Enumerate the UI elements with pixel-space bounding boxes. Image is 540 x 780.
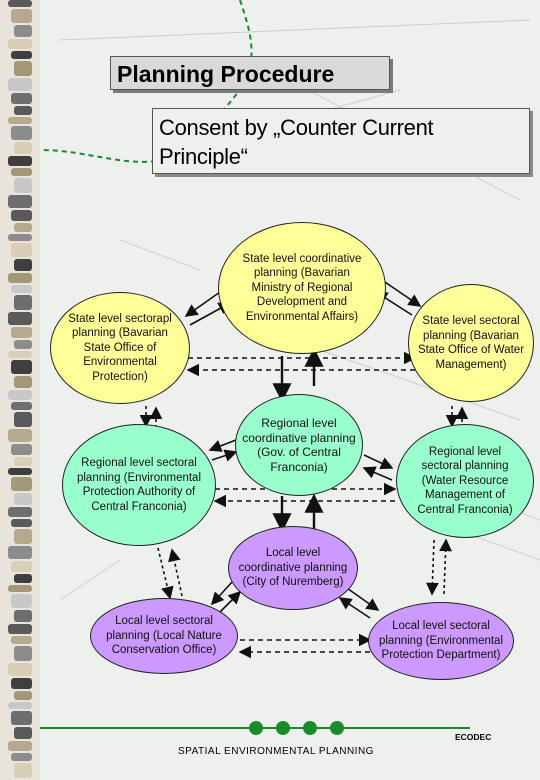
stripe-segment bbox=[8, 468, 32, 475]
stripe-segment bbox=[8, 117, 32, 124]
page-title: Planning Procedure bbox=[110, 56, 390, 90]
regional-sectoral-right-node: Regional level sectoral planning (Water … bbox=[396, 424, 534, 538]
stripe-segment bbox=[14, 493, 32, 505]
page-subtitle: Consent by „Counter Current Principle“ bbox=[152, 108, 530, 174]
stripe-segment bbox=[8, 429, 32, 442]
state-coordinative-node: State level coordinative planning (Bavar… bbox=[218, 222, 386, 354]
stripe-segment bbox=[11, 51, 32, 59]
stripe-segment bbox=[8, 585, 32, 592]
arrow bbox=[381, 279, 422, 307]
local-coordinative-node: Local level coordinative planning (City … bbox=[228, 526, 358, 610]
stripe-segment bbox=[11, 561, 32, 572]
stripe-segment bbox=[14, 142, 32, 154]
stripe-segment bbox=[8, 273, 32, 283]
stripe-segment bbox=[8, 312, 32, 325]
stripe-segment bbox=[8, 390, 32, 400]
stripe-segment bbox=[11, 9, 32, 23]
stripe-segment bbox=[8, 0, 32, 7]
stripe-segment bbox=[14, 691, 32, 700]
stripe-segment bbox=[11, 753, 32, 761]
stripe-segment bbox=[14, 529, 32, 544]
stripe-segment bbox=[11, 711, 32, 725]
arrow bbox=[439, 538, 452, 595]
stripe-segment bbox=[14, 610, 32, 622]
arrow bbox=[211, 449, 238, 462]
arrow bbox=[219, 590, 242, 613]
stripe-segment bbox=[11, 519, 32, 527]
stripe-segment bbox=[8, 156, 32, 166]
stripe-segment bbox=[8, 663, 32, 676]
local-sectoral-right-node: Local level sectoral planning (Environme… bbox=[368, 602, 514, 680]
stripe-segment bbox=[14, 106, 32, 115]
stripe-segment bbox=[11, 444, 32, 455]
stripe-segment bbox=[14, 727, 32, 739]
arrow bbox=[338, 597, 371, 619]
state-sectoral-left-node: State level sectorapl planning (Bavarian… bbox=[50, 292, 190, 404]
stripe-segment bbox=[14, 223, 32, 232]
stripe-segment bbox=[14, 763, 32, 778]
stripe-segment bbox=[11, 168, 32, 176]
arrow bbox=[157, 547, 174, 600]
regional-sectoral-left-node: Regional level sectoral planning (Enviro… bbox=[62, 424, 216, 546]
arrow bbox=[210, 581, 233, 606]
stripe-segment bbox=[8, 78, 32, 91]
stripe-segment bbox=[11, 360, 32, 374]
footer-dot bbox=[330, 721, 344, 735]
arrow bbox=[362, 466, 393, 481]
stripe-segment bbox=[14, 25, 32, 37]
state-sectoral-right-node: State level sectoral planning (Bavarian … bbox=[408, 284, 534, 402]
stripe-segment bbox=[8, 351, 32, 358]
stripe-segment bbox=[8, 234, 32, 241]
stripe-segment bbox=[11, 210, 32, 221]
stripe-segment bbox=[8, 507, 32, 517]
footer-dot bbox=[249, 721, 263, 735]
stripe-segment bbox=[14, 574, 32, 583]
stripe-segment bbox=[14, 340, 32, 349]
stripe-segment bbox=[14, 259, 32, 271]
stripe-segment bbox=[8, 624, 32, 634]
stripe-segment bbox=[14, 295, 32, 310]
arrow bbox=[168, 548, 183, 597]
stripe-segment bbox=[8, 702, 32, 709]
stripe-segment bbox=[11, 477, 32, 491]
stripe-segment bbox=[11, 126, 32, 140]
left-stripe-border bbox=[0, 0, 40, 780]
footer-dot bbox=[303, 721, 317, 735]
stripe-segment bbox=[8, 195, 32, 208]
stripe-segment bbox=[11, 678, 32, 689]
stripe-segment bbox=[11, 327, 32, 338]
stripe-segment bbox=[14, 646, 32, 661]
arrow bbox=[363, 454, 394, 470]
footer-label: SPATIAL ENVIRONMENTAL PLANNING bbox=[178, 746, 374, 757]
regional-coordinative-node: Regional level coordinative planning (Go… bbox=[235, 394, 363, 496]
stripe-segment bbox=[11, 402, 32, 410]
arrow bbox=[184, 291, 221, 317]
brand-logo-text: ECODEC bbox=[455, 732, 492, 742]
stripe-segment bbox=[11, 636, 32, 644]
stripe-segment bbox=[14, 457, 32, 466]
stripe-segment bbox=[14, 376, 32, 388]
stripe-segment bbox=[11, 285, 32, 293]
local-sectoral-left-node: Local level sectoral planning (Local Nat… bbox=[90, 598, 238, 674]
footer-dot bbox=[276, 721, 290, 735]
stripe-segment bbox=[11, 93, 32, 104]
stripe-segment bbox=[14, 178, 32, 193]
stripe-segment bbox=[11, 594, 32, 608]
stripe-segment bbox=[11, 243, 32, 257]
arrow bbox=[343, 585, 380, 611]
arrow bbox=[426, 539, 439, 596]
stripe-segment bbox=[14, 412, 32, 427]
stripe-segment bbox=[8, 741, 32, 751]
stripe-segment bbox=[14, 61, 32, 76]
stripe-segment bbox=[8, 39, 32, 49]
stripe-segment bbox=[8, 546, 32, 559]
arrow bbox=[208, 439, 237, 452]
